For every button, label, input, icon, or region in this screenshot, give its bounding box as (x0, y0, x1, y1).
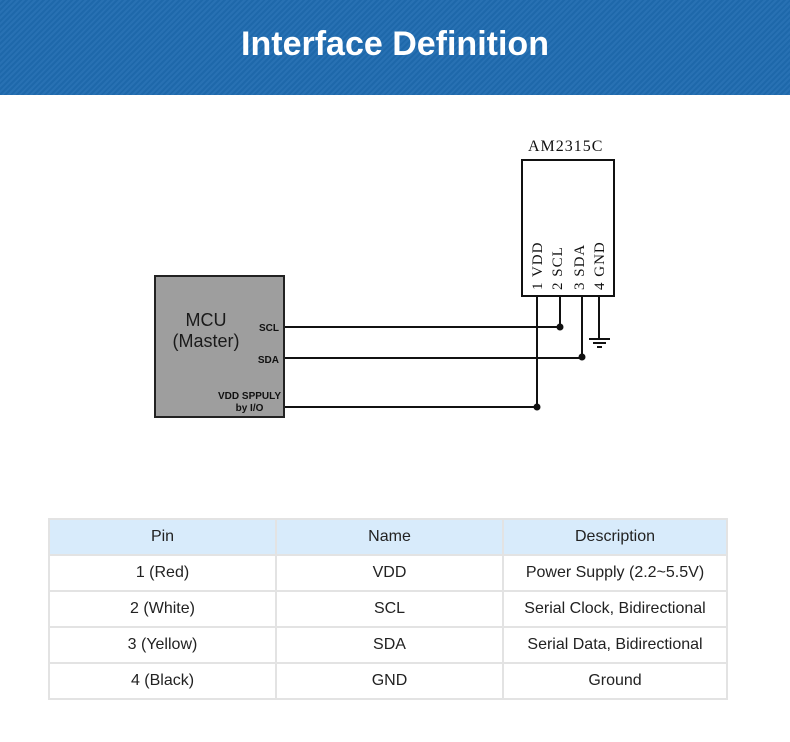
header-banner: Interface Definition (0, 0, 790, 95)
cell-description: Serial Clock, Bidirectional (502, 590, 728, 628)
header-description: Description (502, 518, 728, 556)
cell-description: Ground (502, 662, 728, 700)
cell-pin: 3 (Yellow) (48, 626, 277, 664)
mcu-title: MCU (Master) (166, 310, 246, 352)
page-title: Interface Definition (241, 25, 549, 63)
scl-junction-dot (556, 323, 564, 331)
cell-pin: 4 (Black) (48, 662, 277, 700)
cell-name: SCL (275, 590, 504, 628)
table-row: 1 (Red) VDD Power Supply (2.2~5.5V) (48, 554, 728, 592)
header-pin: Pin (48, 518, 277, 556)
cell-name: GND (275, 662, 504, 700)
mcu-pin-vdd-line2: by I/O (235, 403, 264, 414)
table-row: 2 (White) SCL Serial Clock, Bidirectiona… (48, 590, 728, 628)
cell-pin: 2 (White) (48, 590, 277, 628)
cell-name: VDD (275, 554, 504, 592)
table-header-row: Pin Name Description (48, 518, 728, 556)
cell-name: SDA (275, 626, 504, 664)
mcu-pin-scl: SCL (259, 323, 279, 334)
sensor-name-label: AM2315C (528, 138, 604, 155)
mcu-title-line1: MCU (185, 310, 227, 330)
mcu-pin-sda: SDA (257, 355, 279, 366)
cell-description: Serial Data, Bidirectional (502, 626, 728, 664)
mcu-title-line2: (Master) (172, 331, 240, 351)
table-row: 3 (Yellow) SDA Serial Data, Bidirectiona… (48, 626, 728, 664)
cell-description: Power Supply (2.2~5.5V) (502, 554, 728, 592)
mcu-box: MCU (Master) SCL SDA VDD SPPULY by I/O (154, 275, 285, 418)
mcu-pin-vdd: VDD SPPULY by I/O (218, 391, 281, 415)
sda-junction-dot (578, 353, 586, 361)
mcu-pin-vdd-line1: VDD SPPULY (218, 391, 281, 402)
cell-pin: 1 (Red) (48, 554, 277, 592)
table-row: 4 (Black) GND Ground (48, 662, 728, 700)
header-name: Name (275, 518, 504, 556)
vdd-junction-dot (533, 403, 541, 411)
sensor-box (521, 159, 615, 297)
pin-table: Pin Name Description 1 (Red) VDD Power S… (48, 518, 728, 700)
